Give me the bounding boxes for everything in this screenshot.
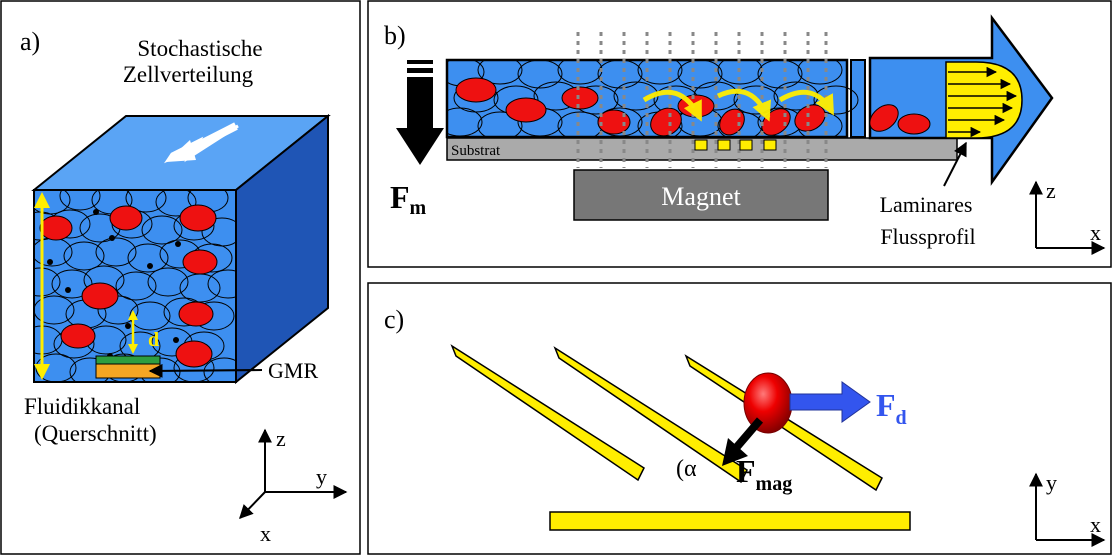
fm-arrow-stripe-2 [407,68,433,73]
axis-a-y: y [316,464,327,489]
fm-arrow-stripe-1 [407,60,433,64]
profile-label-line2: Flussprofil [880,224,975,249]
magnet [573,169,829,221]
height-arrow-top [34,192,50,208]
fm-arrow-head [396,128,444,165]
flow-arrow-shaft [183,122,238,156]
fmag-arrow-shaft [732,417,764,451]
panel-a-frame [0,0,361,555]
profile-pointer [943,141,967,187]
fmag-label: Fmag [736,453,792,495]
axis-b-z: z [1046,178,1056,203]
cell-trajectory-arrows [642,88,835,122]
axis-a-x: x [260,521,271,546]
gmr-sensors-row [694,139,777,151]
axes-b [1029,180,1106,255]
panel-c-frame [367,282,1112,555]
channel-cells [447,60,859,137]
substrate-label: Substrat [451,143,501,159]
d-arrow-top [128,310,138,320]
d-label: d [148,329,159,351]
axis-c-y: y [1046,470,1057,495]
velocity-vectors [948,66,1018,138]
fm-label: Fm [390,179,427,219]
angle-label: (α [676,456,697,482]
panel-a-caption-line1: Fluidikkanal [24,394,140,419]
axis-b-x: x [1090,220,1101,245]
fd-label: Fd [876,387,907,429]
magnetic-beads [47,209,181,359]
gmr-top-layer [95,355,161,365]
axis-a-z: z [276,426,286,451]
fmag-arrow-head [722,438,748,466]
panel-a-title-line1: Stochastische [137,36,262,61]
axis-c-x: x [1090,512,1101,537]
height-arrow-bottom [34,364,50,380]
gmr-label: GMR [268,358,318,383]
panel-a-caption-line2: (Querschnitt) [34,421,157,446]
fm-arrow-shaft [407,77,433,129]
magnetic-cell [743,372,793,434]
magnet-label: Magnet [661,182,741,211]
panel-a-title-line2: Zellverteilung [123,62,254,87]
panel-b-frame [367,0,1112,268]
d-arrow-bottom [128,344,138,354]
axes-c [1029,472,1106,547]
panel-b-label: b) [384,21,406,50]
sensor-stripes [450,344,911,531]
cross-section-red-cells [39,204,218,368]
fd-arrow [789,381,871,423]
gmr-pointer [148,363,263,378]
axes-3d-a [239,428,348,520]
laminar-flow-profile [945,61,1023,139]
profile-label-line1: Laminares [880,192,973,217]
panel-a-label: a) [20,27,40,56]
flow-arrow-head [166,140,196,162]
panel-c-label: c) [384,305,404,334]
